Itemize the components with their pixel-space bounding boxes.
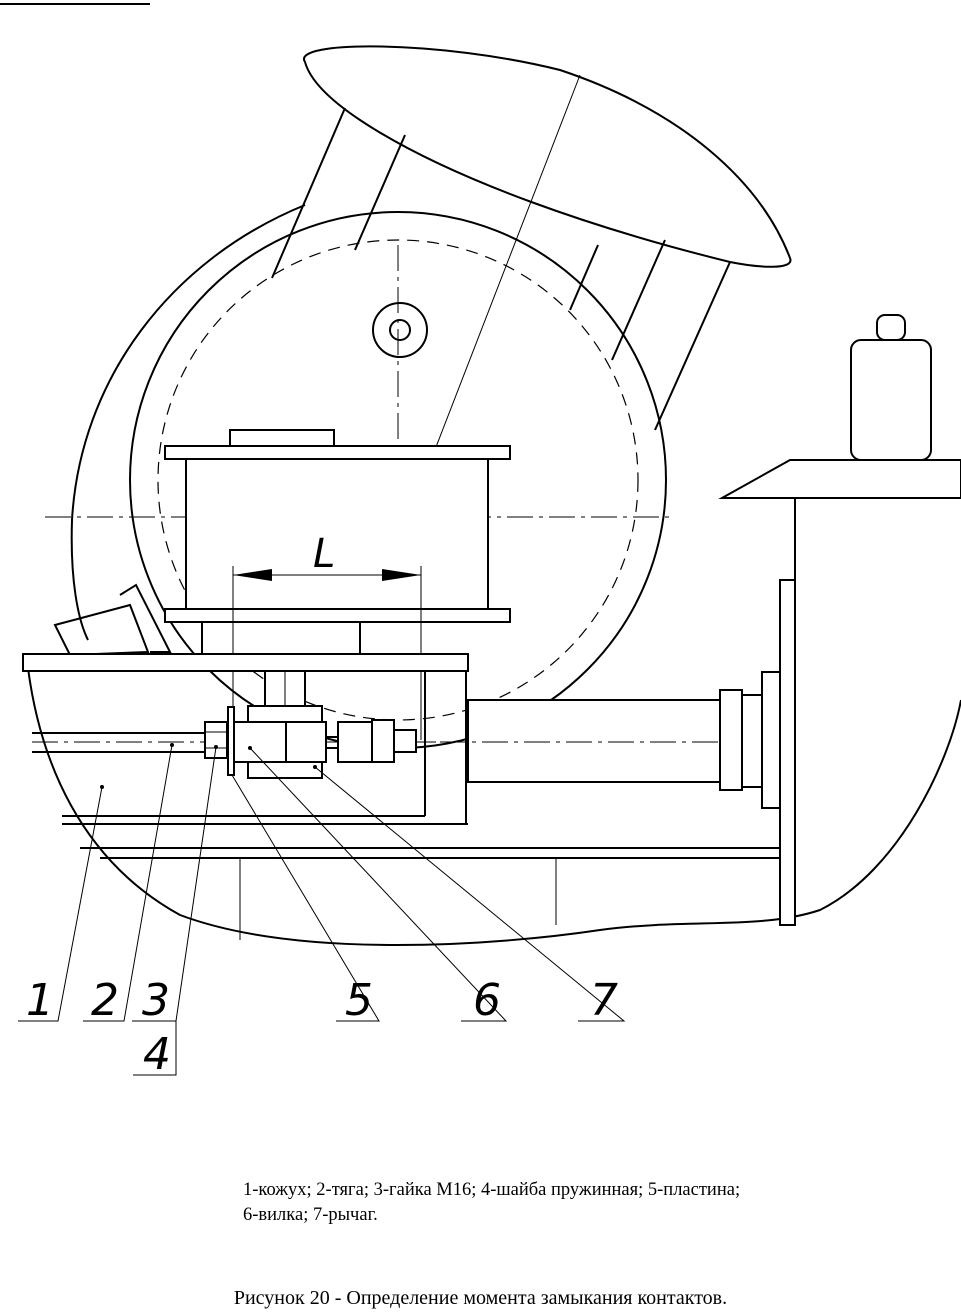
leader-dot-1	[100, 785, 104, 789]
figure-caption: Рисунок 20 - Определение момента замыкан…	[0, 1287, 961, 1310]
column-wall-1	[272, 108, 345, 278]
fork-upper	[248, 706, 322, 722]
rod-end	[394, 730, 416, 752]
cabinet-post	[780, 580, 795, 925]
callout-5: 5	[345, 975, 373, 1026]
left-bracket	[55, 605, 148, 655]
dimension-label: L	[313, 531, 335, 577]
caption-text: Рисунок 20 - Определение момента замыкан…	[0, 1287, 961, 1310]
box-body	[186, 459, 488, 609]
insulator-top	[877, 315, 905, 340]
nut-m16	[205, 722, 227, 758]
legend-line-1: 1-кожух; 2-тяга; 3-гайка М16; 4-шайба пр…	[243, 1178, 903, 1203]
callout-4: 4	[143, 1029, 171, 1080]
cylinder-flange	[720, 690, 742, 790]
fork-body	[286, 722, 326, 762]
column-wall-2	[355, 135, 405, 250]
bolt-inner	[390, 320, 410, 340]
cylinder-cap	[742, 695, 762, 787]
insulator-body	[851, 340, 931, 460]
coupling	[338, 722, 372, 762]
callout-3: 3	[142, 975, 170, 1026]
leader-dot-7	[313, 765, 317, 769]
plate	[234, 722, 286, 762]
fork-lower	[248, 762, 322, 778]
callout-2: 2	[91, 975, 119, 1026]
base-plate	[23, 654, 468, 671]
box-base	[202, 622, 360, 654]
box-top-plate	[165, 446, 510, 459]
technical-drawing: L	[0, 0, 961, 1100]
leader-dot-2	[170, 743, 174, 747]
callout-7: 7	[590, 975, 618, 1026]
nut-right	[372, 720, 394, 762]
cylinder	[468, 700, 723, 782]
column-wall-4	[612, 240, 665, 360]
mount-block	[762, 672, 780, 808]
bolt-outer	[373, 303, 427, 357]
legend: 1-кожух; 2-тяга; 3-гайка М16; 4-шайба пр…	[243, 1178, 903, 1228]
box-bottom-plate	[165, 609, 510, 622]
cap-outline	[304, 46, 791, 266]
leader-dot-3	[214, 745, 218, 749]
leader-dot-6	[248, 746, 252, 750]
leader-6	[250, 748, 506, 1021]
box-top-cap	[230, 430, 334, 446]
column-wall-5	[655, 262, 730, 430]
legend-line-2: 6-вилка; 7-рычаг.	[243, 1203, 903, 1228]
callout-1: 1	[26, 975, 54, 1026]
callout-6: 6	[473, 975, 501, 1026]
cabinet-roof	[722, 460, 961, 498]
